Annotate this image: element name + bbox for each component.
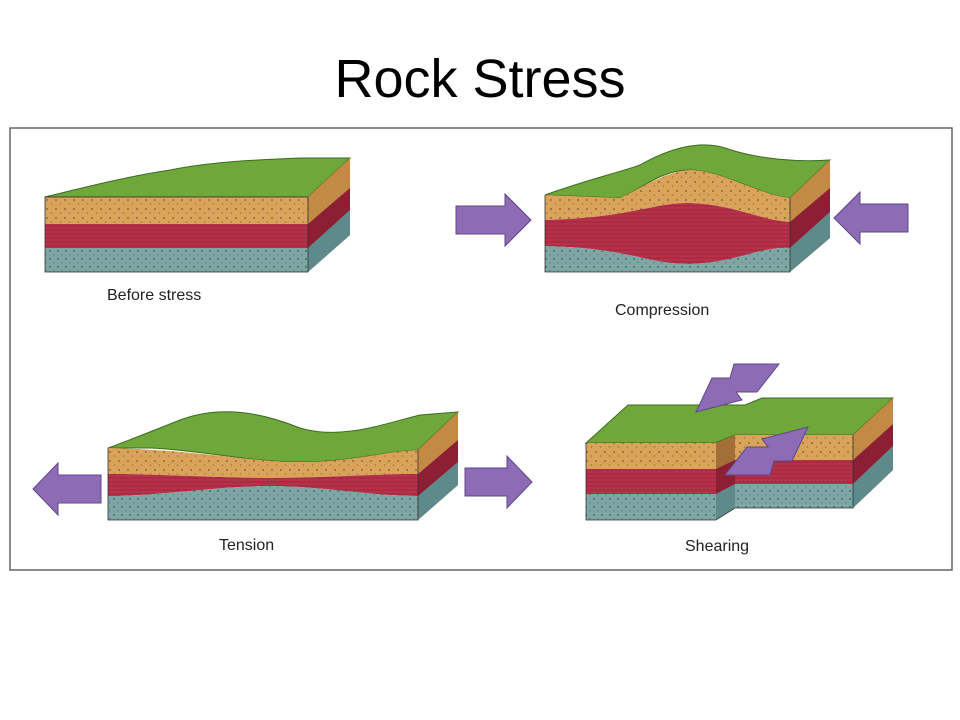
page-title: Rock Stress [334, 49, 626, 109]
before-grass-top [44, 157, 352, 198]
tension-right-arrow [464, 454, 533, 510]
compression-right-arrow [833, 190, 909, 246]
compression-left-arrow [455, 192, 532, 248]
panel-compression: Compression [455, 144, 909, 319]
tension-left-arrow [32, 461, 102, 517]
panel-before-stress: Before stress [44, 157, 352, 304]
shearing-bottom-arrow [723, 426, 809, 476]
caption-compression: Compression [615, 302, 709, 319]
caption-tension: Tension [219, 537, 274, 554]
caption-before-stress: Before stress [107, 287, 201, 304]
caption-shearing: Shearing [685, 538, 749, 555]
tension-grass-top [107, 411, 460, 463]
panel-tension: Tension [32, 411, 533, 554]
shearing-top-arrow [695, 363, 781, 413]
panel-shearing: Shearing [584, 363, 895, 555]
compression-grass-top [544, 144, 832, 199]
